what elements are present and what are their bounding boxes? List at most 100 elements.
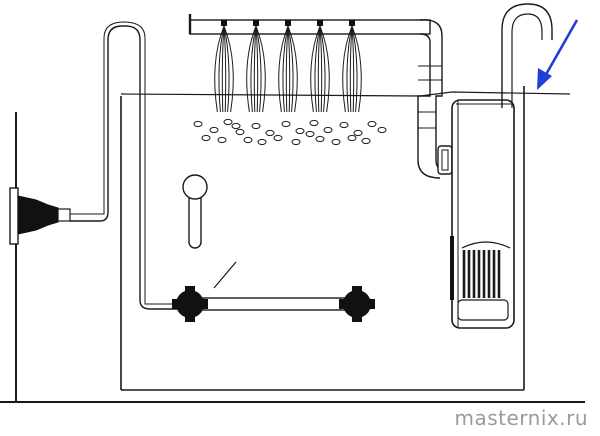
spray-jet bbox=[319, 25, 323, 113]
spray-jet bbox=[351, 25, 355, 113]
pump-mount-plate bbox=[9, 187, 19, 245]
bubble bbox=[217, 136, 227, 144]
intake-tube-inner-line bbox=[70, 21, 186, 305]
filter-base bbox=[457, 299, 509, 321]
bubble bbox=[209, 126, 219, 134]
indicator-arrow bbox=[537, 19, 579, 90]
connector-right-cross-v bbox=[352, 286, 362, 322]
pump-nozzle bbox=[57, 208, 71, 222]
spray-jet bbox=[285, 25, 289, 113]
bubble bbox=[235, 128, 245, 136]
spray-jet bbox=[255, 25, 262, 113]
spray-jet bbox=[342, 25, 353, 113]
bubble bbox=[231, 122, 241, 130]
bubble bbox=[305, 130, 315, 138]
spray-jet bbox=[223, 25, 230, 113]
bubble bbox=[273, 134, 283, 142]
spray-jet bbox=[346, 25, 353, 113]
bubble bbox=[257, 138, 267, 146]
spray-jet bbox=[253, 25, 257, 113]
bottom-bar-pointer bbox=[213, 261, 237, 289]
spray-bar-assembly bbox=[188, 14, 431, 146]
bubble bbox=[339, 121, 349, 129]
spray-jet bbox=[221, 25, 225, 113]
water-surface bbox=[120, 91, 571, 97]
bubble bbox=[347, 134, 357, 142]
bubble bbox=[295, 127, 305, 135]
sensor-stem bbox=[188, 191, 202, 249]
spray-jet bbox=[223, 25, 227, 113]
bubble bbox=[353, 129, 363, 137]
spray-stream bbox=[310, 20, 330, 113]
bar-connector-right bbox=[339, 286, 375, 322]
spray-jet bbox=[310, 25, 321, 113]
connector-left-cross-v bbox=[185, 286, 195, 322]
spray-jet bbox=[351, 25, 358, 113]
overflow-tube-inner bbox=[511, 13, 543, 108]
spray-jet bbox=[319, 25, 330, 113]
spray-jet bbox=[317, 25, 321, 113]
arrow-shaft bbox=[542, 19, 579, 79]
filter-ribs bbox=[461, 241, 511, 298]
bottom-bar bbox=[189, 297, 361, 311]
spray-jet bbox=[287, 25, 298, 113]
spray-nozzle bbox=[221, 20, 227, 26]
external-pump bbox=[9, 112, 71, 402]
spray-jet bbox=[246, 25, 257, 113]
suction-sensor bbox=[182, 174, 208, 249]
spray-jet bbox=[287, 25, 291, 113]
bubble bbox=[367, 120, 377, 128]
spray-nozzle bbox=[317, 20, 323, 26]
internal-filter bbox=[450, 99, 515, 329]
bubble bbox=[291, 138, 301, 146]
spray-jet bbox=[223, 25, 234, 113]
overflow-tube-outer bbox=[501, 3, 553, 108]
pump-body bbox=[17, 195, 59, 235]
spray-jet bbox=[214, 25, 225, 113]
aquarium-tank bbox=[120, 86, 525, 391]
spray-jet bbox=[218, 25, 225, 113]
spray-jet bbox=[319, 25, 326, 113]
bubble bbox=[309, 119, 319, 127]
bubble bbox=[377, 126, 387, 134]
sensor-bulb bbox=[182, 174, 208, 200]
air-bubbles bbox=[193, 118, 387, 146]
spray-streams bbox=[214, 20, 362, 113]
spray-nozzle bbox=[349, 20, 355, 26]
spray-stream bbox=[342, 20, 362, 113]
spray-jet bbox=[255, 25, 259, 113]
tube-clamp bbox=[437, 145, 453, 175]
arrow-head bbox=[537, 68, 552, 90]
filter-coil-top bbox=[461, 241, 511, 249]
spray-nozzle bbox=[285, 20, 291, 26]
watermark: masternix.ru bbox=[454, 406, 588, 430]
spray-jet bbox=[349, 25, 353, 113]
spray-jet bbox=[351, 25, 362, 113]
return-tube-ribs bbox=[418, 65, 442, 129]
intake-tube-outline-outer bbox=[70, 25, 186, 310]
spray-jet bbox=[314, 25, 321, 113]
bubble bbox=[251, 122, 261, 130]
bubble bbox=[223, 118, 233, 126]
clamp-inner bbox=[441, 149, 449, 171]
spray-jet bbox=[282, 25, 289, 113]
spray-jet bbox=[278, 25, 289, 113]
bubble bbox=[323, 126, 333, 134]
bottom-bar-assembly bbox=[172, 261, 375, 322]
spray-stream bbox=[278, 20, 298, 113]
spray-jet bbox=[250, 25, 257, 113]
bubble bbox=[193, 120, 203, 128]
bubble bbox=[281, 120, 291, 128]
return-tube-inner bbox=[417, 33, 441, 179]
spray-jet bbox=[287, 25, 294, 113]
intake-tube-outline-inner bbox=[70, 17, 186, 300]
bubble bbox=[243, 136, 253, 144]
spray-stream bbox=[214, 20, 234, 113]
spray-jet bbox=[255, 25, 266, 113]
spray-nozzle bbox=[253, 20, 259, 26]
bubble bbox=[315, 135, 325, 143]
bubble bbox=[201, 134, 211, 142]
bar-connector-left bbox=[172, 286, 208, 322]
bubble bbox=[331, 138, 341, 146]
